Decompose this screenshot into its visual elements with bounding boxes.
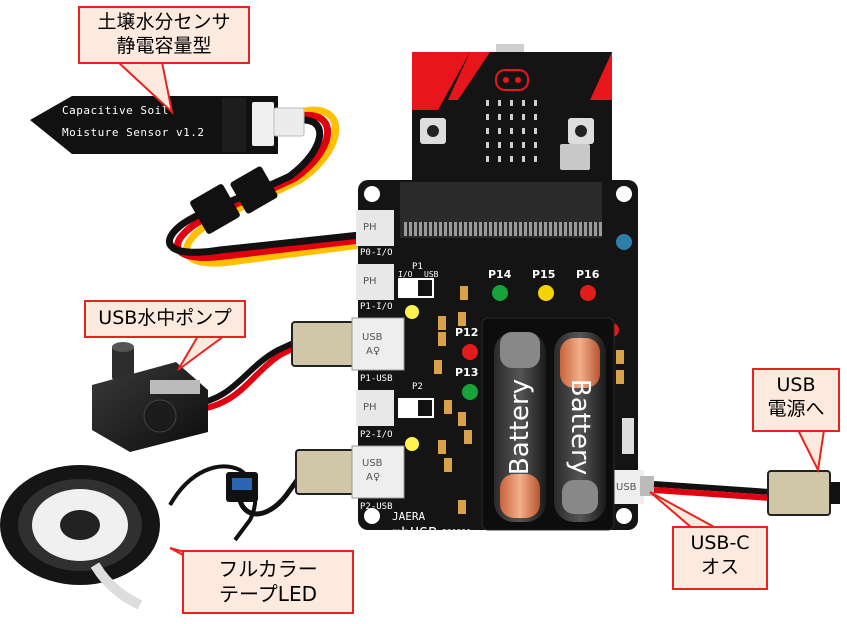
- usb-pump: [92, 342, 208, 452]
- sensor-cable: [166, 106, 361, 267]
- callout-usb-power: USB 電源へ: [752, 368, 840, 432]
- callout-led-strip-line2: テープLED: [219, 582, 317, 606]
- connector-usb2-type: A♀: [366, 472, 381, 483]
- port-label-p1: P1-I/O: [360, 302, 393, 312]
- callout-led-strip-line1: フルカラー: [218, 557, 318, 581]
- connector-ph2-label: PH: [363, 402, 377, 413]
- battery-label-right: Battery: [565, 378, 595, 476]
- callout-pump-line1: USB水中ポンプ: [98, 307, 232, 329]
- sensor-label-line1: Capacitive Soil: [62, 104, 169, 117]
- callout-usbc-line1: USB-C: [690, 532, 750, 554]
- led-label-p14: P14: [488, 268, 512, 281]
- switch-p1-io-label: I/O: [398, 270, 413, 279]
- callout-soil-sensor-line2: 静電容量型: [116, 34, 212, 57]
- port-label-p2: P2-I/O: [360, 430, 393, 440]
- connector-usbc-label: USB: [616, 482, 637, 493]
- callout-usbc: USB-C オス: [672, 526, 768, 590]
- led-label-p16: P16: [576, 268, 600, 281]
- sensor-label-line2: Moisture Sensor v1.2: [62, 126, 205, 139]
- board-model: mbUSB: [392, 524, 438, 542]
- callout-led-strip: フルカラー テープLED: [182, 550, 354, 614]
- switch-p2-label: P2: [412, 382, 423, 392]
- callout-usb-power-line2: 電源へ: [767, 397, 825, 420]
- board-serial: 230330: [442, 528, 471, 537]
- connector-usb1-type: A♀: [366, 346, 381, 357]
- port-label-p0: P0-I/O: [360, 248, 393, 258]
- battery-label-left: Battery: [505, 378, 535, 476]
- led-label-p12: P12: [455, 326, 479, 339]
- switch-p1-label: P1: [412, 262, 423, 272]
- connector-ph1-label: PH: [363, 276, 377, 287]
- connector-ph0-label: PH: [363, 222, 377, 233]
- switch-p1-usb-label: USB: [424, 270, 439, 279]
- port-label-p1usb: P1-USB: [360, 374, 393, 384]
- callout-soil-sensor: 土壌水分センサ 静電容量型: [78, 6, 250, 64]
- led-label-p13: P13: [455, 366, 479, 379]
- battery-holder: [481, 317, 615, 531]
- microbit: [412, 44, 612, 184]
- connector-usb1-label: USB: [362, 332, 383, 343]
- callout-pump: USB水中ポンプ: [84, 300, 246, 338]
- soil-sensor: [30, 96, 305, 154]
- callout-usb-power-line1: USB: [776, 374, 816, 396]
- callout-usbc-line2: オス: [700, 555, 739, 578]
- connector-usb2-label: USB: [362, 458, 383, 469]
- board-brand: JAERA: [392, 510, 426, 523]
- led-label-p15: P15: [532, 268, 556, 281]
- led-strip: [0, 449, 359, 610]
- usb-power-cable: [640, 470, 840, 516]
- callout-soil-sensor-line1: 土壌水分センサ: [97, 11, 231, 33]
- port-label-p2usb: P2-USB: [360, 502, 393, 512]
